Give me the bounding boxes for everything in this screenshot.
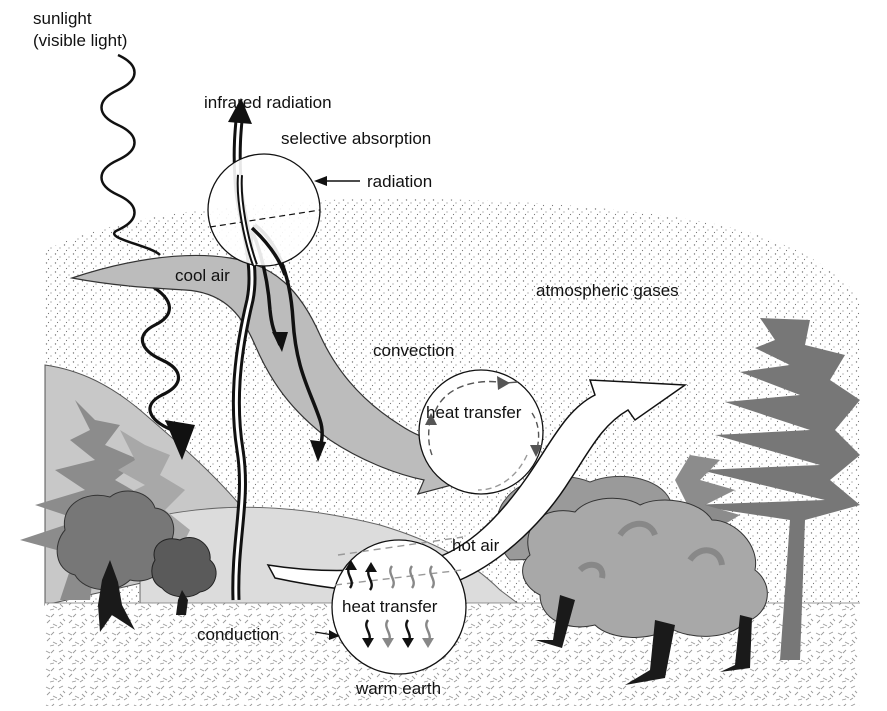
label-heat-transfer-conduction: heat transfer (342, 597, 438, 616)
label-conduction: conduction (197, 625, 279, 644)
convection-circle (419, 370, 543, 494)
label-selective-absorption: selective absorption (281, 129, 431, 148)
label-infrared-radiation: infrared radiation (204, 93, 332, 112)
label-sunlight: sunlight (33, 9, 92, 28)
label-atmospheric-gases: atmospheric gases (536, 281, 679, 300)
label-convection: convection (373, 341, 454, 360)
radiation-pointer (314, 176, 360, 186)
label-radiation: radiation (367, 172, 432, 191)
label-cool-air: cool air (175, 266, 230, 285)
label-warm-earth: warm earth (355, 679, 441, 698)
label-visible-light: (visible light) (33, 31, 127, 50)
label-heat-transfer-convection: heat transfer (426, 403, 522, 422)
label-hot-air: hot air (452, 536, 500, 555)
bush-left-small (152, 538, 216, 597)
